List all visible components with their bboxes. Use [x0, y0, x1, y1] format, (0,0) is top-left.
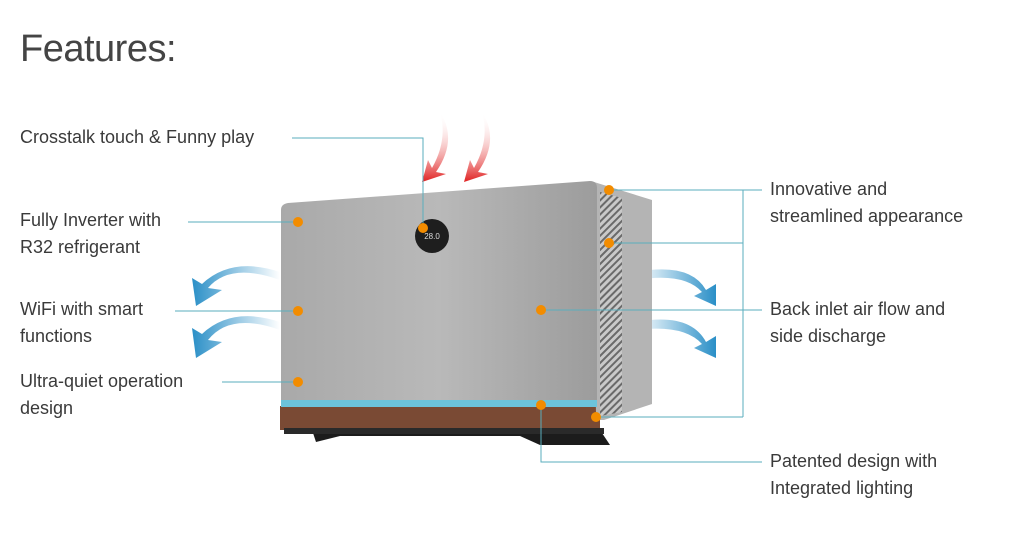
integrated-light-strip [281, 400, 597, 407]
wood-base [280, 406, 600, 430]
feature-label-quiet: Ultra-quiet operation design [20, 368, 183, 422]
feature-label-wifi: WiFi with smart functions [20, 296, 143, 350]
feature-label-airflow: Back inlet air flow and side discharge [770, 296, 945, 350]
callout-dot [536, 400, 546, 410]
display-reading: 28.0 [424, 232, 440, 241]
cool-air-arrow-icon [636, 319, 716, 358]
callout-dot [418, 223, 428, 233]
label-line: side discharge [770, 326, 887, 346]
label-line: streamlined appearance [770, 206, 964, 226]
label-line: Fully Inverter with [20, 210, 162, 230]
label-line: design [20, 398, 74, 418]
label-line: Crosstalk touch & Funny play [20, 127, 255, 147]
label-line: R32 refrigerant [20, 237, 141, 257]
label-line: Integrated lighting [770, 478, 914, 498]
label-line: Innovative and [770, 179, 888, 199]
callout-dot [293, 217, 303, 227]
page-title: Features: [20, 28, 177, 70]
cool-air-arrow-icon [192, 316, 280, 358]
front-panel [281, 181, 597, 406]
feature-label-crosstalk: Crosstalk touch & Funny play [20, 124, 254, 151]
label-line: Patented design with [770, 451, 938, 471]
feature-label-appearance: Innovative and streamlined appearance [770, 176, 963, 230]
hot-air-arrow-icon [422, 112, 449, 182]
cool-air-arrow-icon [192, 266, 280, 306]
callout-dot [293, 377, 303, 387]
callout-dot [604, 185, 614, 195]
label-line: Ultra-quiet operation [20, 371, 184, 391]
hot-air-arrow-icon [464, 112, 491, 182]
side-grille [600, 192, 622, 416]
label-line: WiFi with smart [20, 299, 143, 319]
callout-dot [591, 412, 601, 422]
label-line: functions [20, 326, 93, 346]
callout-dot [293, 306, 303, 316]
cool-air-arrow-icon [636, 269, 716, 306]
callout-lines [175, 137, 762, 463]
callout-dot [604, 238, 614, 248]
label-line: Back inlet air flow and [770, 299, 946, 319]
callout-dot [536, 305, 546, 315]
